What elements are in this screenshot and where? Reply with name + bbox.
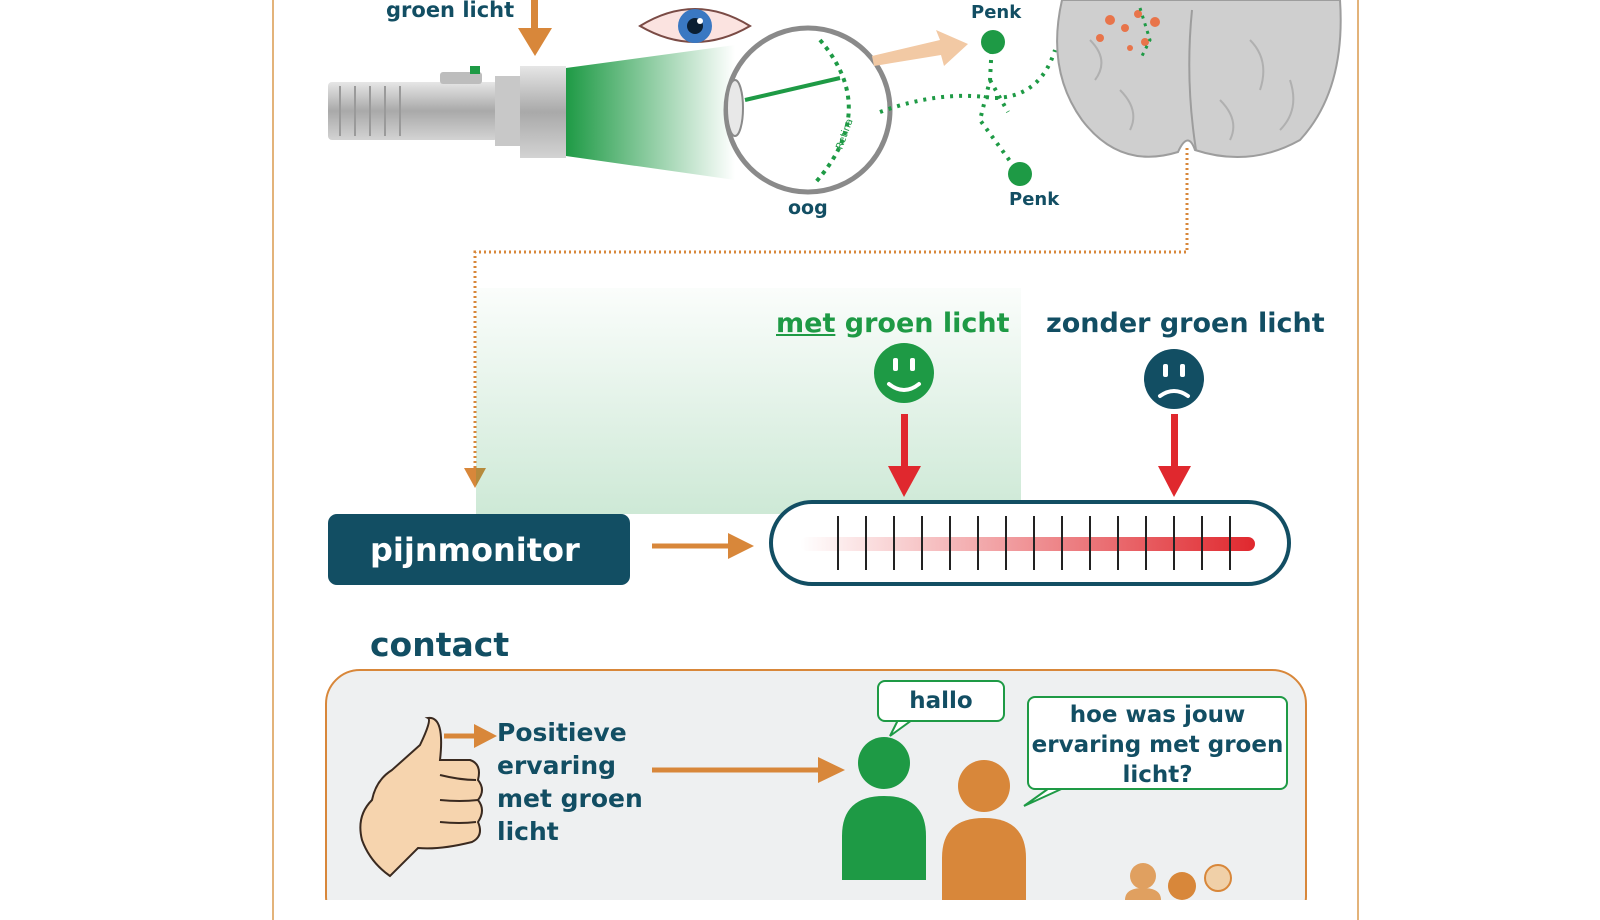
pain-scale (769, 500, 1291, 586)
group-icon (1125, 863, 1232, 900)
eye-to-brain-arrow (872, 30, 968, 66)
neuron-network (879, 41, 1057, 174)
infographic-frame (272, 0, 1359, 920)
to-people-arrow-icon (818, 757, 845, 783)
pain-monitor-box: pijnmonitor (328, 514, 630, 585)
positive-experience-text: Positieve ervaring met groen licht (497, 718, 643, 846)
green-light-area (476, 288, 1021, 514)
bubble-question: hoe was jouw ervaring met groen licht? (1027, 696, 1288, 790)
flashlight-icon (328, 66, 566, 158)
bubble-question-text: hoe was jouw ervaring met groen licht? (1031, 702, 1284, 788)
green-light-label: groen licht (386, 0, 515, 22)
without-light-red-arrow-icon (1158, 414, 1191, 497)
bubble-hallo-text: hallo (909, 688, 973, 714)
person-green-icon (842, 737, 926, 880)
neuron-top-icon (981, 30, 1005, 54)
brain-to-monitor-connector (473, 148, 1189, 470)
thumbs-up-icon (359, 716, 483, 878)
without-green-light-label: zonder groen licht (1046, 308, 1325, 339)
with-light-red-arrow-icon (888, 414, 921, 497)
thumb-arrow-icon (474, 724, 497, 748)
person-orange-icon (942, 760, 1026, 900)
with-green-light-label: met groen licht (776, 308, 1010, 339)
penk-top-label: Penk (971, 2, 1022, 23)
infographic-art: Retina (325, 0, 1342, 900)
contact-heading: contact (370, 625, 510, 664)
light-arrow-icon (518, 0, 552, 56)
eyeball-diagram: Retina (723, 25, 893, 195)
with-rest: groen licht (844, 308, 1010, 339)
sad-face-icon (1144, 349, 1204, 409)
eye-icon (638, 8, 752, 43)
green-light-beam (566, 45, 735, 180)
neuron-bottom-icon (1008, 162, 1032, 186)
pain-monitor-label: pijnmonitor (370, 530, 580, 569)
brain-icon (1056, 0, 1342, 159)
eye-label: oog (788, 197, 828, 219)
bubble-hallo: hallo (877, 680, 1005, 722)
penk-bottom-label: Penk (1009, 189, 1060, 210)
with-prefix: met (776, 308, 836, 339)
monitor-to-scale-arrow-icon (728, 533, 754, 559)
happy-face-icon (874, 343, 934, 403)
